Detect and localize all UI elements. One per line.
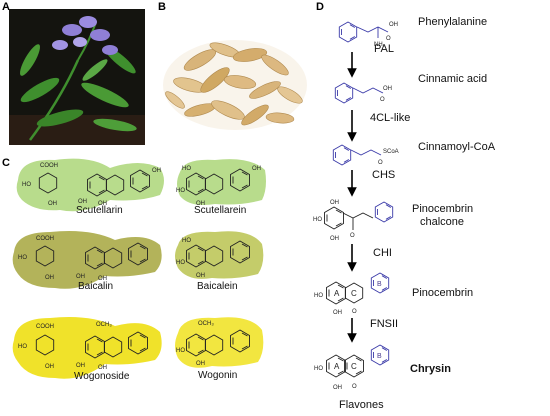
compound-pinocembrin: A C B HO OH O Pinocembrin — [314, 272, 473, 316]
label-chrysin: Chrysin — [410, 363, 451, 375]
atom-label: OH — [383, 86, 392, 92]
atom-label: OH — [76, 363, 85, 369]
atom-label: HO — [313, 217, 322, 223]
atom-label: OCH₃ — [96, 322, 112, 328]
atom-label: O — [350, 233, 355, 239]
atom-label: COOH — [40, 163, 58, 169]
label-pinocembrin: Pinocembrin — [412, 287, 473, 299]
atom-label: OH — [330, 236, 339, 242]
panel-letter-a: A — [2, 1, 10, 13]
atom-label: HO — [314, 366, 323, 372]
panel-letter-b: B — [158, 1, 166, 13]
atom-label: HO — [22, 182, 31, 188]
atom-label: HO — [176, 188, 185, 194]
highlight-baicalein — [175, 231, 264, 279]
atom-label: OCH₃ — [198, 321, 214, 327]
panel-d: D NH₂ OH O Phenylalanine PAL OH O Cinnam… — [313, 1, 496, 411]
atom-label: OH — [196, 361, 205, 367]
atom-label: HO — [18, 344, 27, 350]
atom-label: COOH — [36, 236, 54, 242]
compound-phenylalanine: NH₂ OH O Phenylalanine — [338, 16, 487, 48]
atom-label: OH — [76, 274, 85, 280]
atom-label: OH — [45, 364, 54, 370]
compound-label-scutellarein: Scutellarein — [194, 205, 246, 216]
atom-label: OH — [196, 201, 205, 207]
highlight-wogonoside — [12, 317, 162, 379]
atom-label: OH — [333, 310, 342, 316]
compound-label-scutellarin: Scutellarin — [76, 205, 123, 216]
ring-label-a: A — [334, 362, 340, 371]
enzyme-fnsii: FNSII — [370, 318, 398, 330]
atom-label: OH — [330, 200, 339, 206]
compound-wogonin: OCH₃ HO OH Wogonin — [175, 317, 264, 381]
compound-scutellarin: COOH HO OH OH OH OH Scutellarin — [16, 158, 164, 216]
compound-label-baicalein: Baicalein — [197, 281, 238, 292]
atom-label: O — [386, 36, 391, 42]
atom-label: HO — [314, 293, 323, 299]
label-pinocembrin-chalcone-line2: chalcone — [420, 216, 464, 228]
compound-cinnamoyl-coa: SCoA O Cinnamoyl-CoA — [332, 141, 496, 166]
atom-label: OH — [48, 201, 57, 207]
ring-label-b: B — [377, 281, 382, 288]
compound-baicalein: HO HO OH Baicalein — [175, 231, 264, 292]
atom-label: OH — [389, 22, 398, 28]
atom-label: OH — [98, 201, 107, 207]
atom-label: O — [352, 384, 357, 390]
enzyme-4cl: 4CL-like — [370, 112, 410, 124]
atom-label: OH — [98, 365, 107, 371]
root-slices-photo — [163, 40, 307, 130]
atom-label: O — [352, 309, 357, 315]
ring-label-a: A — [334, 289, 340, 298]
compound-scutellarein: HO HO OH OH Scutellarein — [176, 159, 266, 216]
enzyme-pal: PAL — [374, 43, 394, 55]
enzyme-chs: CHS — [372, 169, 395, 181]
atom-label: OH — [98, 276, 107, 282]
atom-label: OH — [196, 273, 205, 279]
compound-cinnamic-acid: OH O Cinnamic acid — [334, 73, 487, 104]
highlight-baicalin — [12, 231, 162, 289]
ring-label-b: B — [377, 353, 382, 360]
label-cinnamic-acid: Cinnamic acid — [418, 73, 487, 85]
ring-label-c: C — [351, 362, 357, 371]
atom-label: SCoA — [383, 149, 399, 155]
atom-label: OH — [333, 385, 342, 391]
compound-baicalin: COOH HO OH OH OH Baicalin — [12, 231, 162, 292]
atom-label: HO — [18, 255, 27, 261]
compound-label-wogonin: Wogonin — [198, 370, 237, 381]
atom-label: HO — [182, 238, 191, 244]
highlight-wogonin — [175, 317, 264, 368]
enzyme-chi: CHI — [373, 247, 392, 259]
compound-label-wogonoside: Wogonoside — [74, 371, 130, 382]
plant-photo — [9, 9, 145, 145]
atom-label: OH — [45, 275, 54, 281]
label-cinnamoyl-coa: Cinnamoyl-CoA — [418, 141, 496, 153]
atom-label: OH — [252, 166, 261, 172]
compound-wogonoside: COOH OCH₃ HO OH OH OH Wogonoside — [12, 317, 162, 382]
atom-label: COOH — [36, 324, 54, 330]
panel-b: B — [158, 1, 307, 130]
compound-pinocembrin-chalcone: HO OH OH O Pinocembrin chalcone — [313, 200, 473, 242]
atom-label: HO — [176, 348, 185, 354]
atom-label: OH — [78, 199, 87, 205]
atom-label: O — [380, 97, 385, 103]
compound-chrysin: A C B HO OH O Chrysin — [314, 344, 451, 391]
label-pinocembrin-chalcone-line1: Pinocembrin — [412, 203, 473, 215]
label-flavones: Flavones — [339, 399, 384, 411]
atom-label: HO — [182, 166, 191, 172]
ring-label-c: C — [351, 289, 357, 298]
atom-label: HO — [176, 260, 185, 266]
panel-letter-c: C — [2, 157, 10, 169]
compound-label-baicalin: Baicalin — [78, 281, 113, 292]
atom-label: O — [378, 160, 383, 166]
panel-letter-d: D — [316, 1, 324, 13]
atom-label: OH — [152, 168, 161, 174]
atom-label: NH₂ — [374, 42, 386, 48]
panel-c: C COOH HO OH OH OH OH Scutellarin HO HO … — [2, 157, 266, 382]
panel-a: A — [2, 1, 145, 145]
label-phenylalanine: Phenylalanine — [418, 16, 487, 28]
